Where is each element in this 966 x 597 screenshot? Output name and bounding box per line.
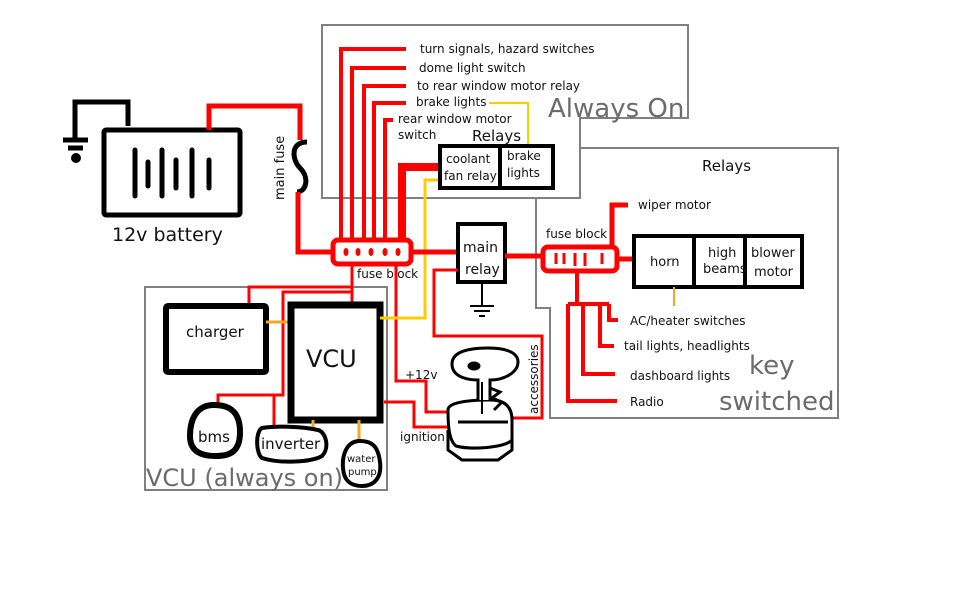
key-switched-region-label-1: key: [749, 351, 795, 381]
main-relay-label-1: main: [463, 240, 498, 256]
bms-label: bms: [198, 428, 230, 446]
main-relay-ground-icon: [470, 282, 494, 317]
key-switched-relays-block: [632, 234, 804, 289]
circuit-label-ac-heater: AC/heater switches: [630, 314, 746, 328]
main-relay-label-2: relay: [465, 262, 500, 278]
charger-label: charger: [186, 323, 245, 341]
always-on-region-label: Always On: [548, 94, 684, 124]
plus12v-wire: [394, 264, 450, 414]
vcu-region-label: VCU (always on): [146, 464, 343, 492]
circuit-label-rear-window-relay: to rear window motor relay: [417, 79, 580, 93]
blower-motor-relay-label-2: motor: [754, 265, 794, 280]
ignition-label: ignition: [400, 430, 445, 444]
always-on-region-border: [321, 24, 689, 199]
key-switched-region-label-2: switched: [719, 387, 835, 417]
high-beams-relay-label-1: high: [708, 246, 736, 261]
water-pump-label-1: water: [347, 454, 376, 465]
vcu-label: VCU: [306, 345, 357, 373]
plus12v-label: +12v: [405, 368, 437, 382]
circuit-label-dashboard-lights: dashboard lights: [630, 369, 730, 383]
ignition-wire: [384, 400, 448, 429]
brake-lights-relay-label-2: lights: [507, 166, 540, 180]
always-on-circuit-wires: [339, 47, 406, 242]
fuse-icon: [291, 139, 309, 195]
circuit-label-turn-signals: turn signals, hazard switches: [420, 42, 595, 56]
wiper-motor-wire: [609, 202, 628, 247]
water-pump: [340, 438, 383, 489]
horn-relay-label: horn: [650, 255, 680, 270]
always-on-relays-title: Relays: [472, 127, 521, 145]
circuit-label-radio: Radio: [630, 395, 664, 409]
accessories-label: accessories: [527, 344, 541, 414]
coolant-fan-relay-label-1: coolant: [446, 152, 491, 166]
always-on-fuse-block-label: fuse block: [357, 267, 418, 281]
always-on-relays-block: [438, 144, 555, 190]
high-beams-relay-label-2: beams: [703, 262, 747, 277]
water-pump-label-2: pump: [348, 467, 377, 478]
bms: [186, 401, 244, 460]
brake-lights-relay-label-1: brake: [507, 149, 541, 163]
key-switched-fuse-block-label: fuse block: [546, 227, 607, 241]
key-switched-region-border: [535, 147, 839, 419]
key-switched-circuit-wires: [566, 271, 618, 403]
circuit-label-dome-light: dome light switch: [419, 61, 526, 75]
main-fuse-label: main fuse: [273, 136, 288, 200]
circuit-label-rear-window-switch-1: rear window motor: [398, 112, 512, 126]
circuit-label-brake-lights: brake lights: [416, 95, 486, 109]
always-on-fuse-block: [330, 237, 414, 267]
main-relay-coil-wire: [432, 268, 544, 420]
inverter: [255, 424, 329, 464]
battery-power-wire: [206, 103, 303, 140]
bms-inverter-wire: [216, 290, 352, 405]
inverter-label: inverter: [261, 435, 321, 453]
circuit-label-rear-window-switch-2: switch: [398, 128, 436, 142]
fuse-to-block-wire: [295, 192, 335, 255]
vcu: [287, 301, 384, 424]
circuit-label-wiper-motor: wiper motor: [638, 198, 711, 212]
battery-icon: [101, 127, 243, 218]
coolant-relay-power-wire: [398, 163, 440, 242]
blower-motor-relay-label-1: blower: [751, 246, 795, 261]
ground-icon: [63, 99, 131, 163]
key-switched-fuse-block: [540, 244, 620, 274]
circuit-label-tail-headlights: tail lights, headlights: [624, 339, 750, 353]
key-icon: [446, 346, 520, 462]
battery-label: 12v battery: [112, 224, 223, 246]
coolant-fan-relay-label-2: fan relay: [444, 169, 497, 183]
brake-lights-signal-wire: [489, 102, 529, 147]
vcu-power-wire: [247, 264, 354, 306]
key-switched-relays-title: Relays: [702, 157, 751, 175]
main-relay: [456, 222, 507, 284]
charger: [163, 303, 269, 375]
